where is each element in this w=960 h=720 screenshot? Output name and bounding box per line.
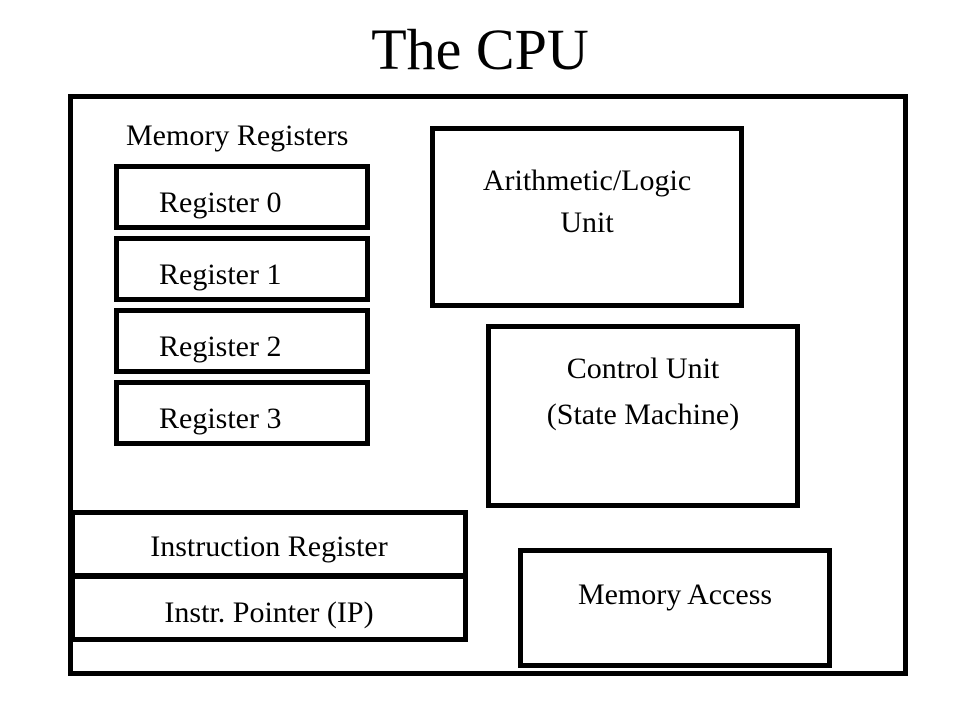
alu-box: Arithmetic/Logic Unit [430, 126, 744, 308]
instruction-register-box: Instruction Register [70, 510, 468, 578]
memory-access-box: Memory Access [518, 548, 832, 668]
control-unit-label-line2: (State Machine) [546, 398, 740, 431]
instruction-register-label: Instruction Register [150, 530, 388, 563]
register-1-box: Register 1 [114, 236, 370, 302]
register-0-label: Register 0 [159, 186, 282, 219]
register-3-box: Register 3 [114, 380, 370, 446]
diagram-title: The CPU [371, 17, 589, 82]
memory-access-label: Memory Access [577, 578, 773, 611]
control-unit-box: Control Unit (State Machine) [486, 324, 800, 508]
alu-label-line1: Arithmetic/Logic [482, 164, 692, 197]
alu-label-line2: Unit [560, 206, 614, 239]
instruction-pointer-label: Instr. Pointer (IP) [164, 596, 374, 629]
cpu-outer-box [68, 94, 908, 676]
memory-registers-heading: Memory Registers [126, 119, 349, 152]
register-2-box: Register 2 [114, 308, 370, 374]
register-3-label: Register 3 [159, 402, 282, 435]
register-2-label: Register 2 [159, 330, 282, 363]
register-0-box: Register 0 [114, 164, 370, 230]
register-1-label: Register 1 [159, 258, 282, 291]
instruction-pointer-box: Instr. Pointer (IP) [70, 574, 468, 642]
control-unit-label-line1: Control Unit [566, 352, 720, 385]
